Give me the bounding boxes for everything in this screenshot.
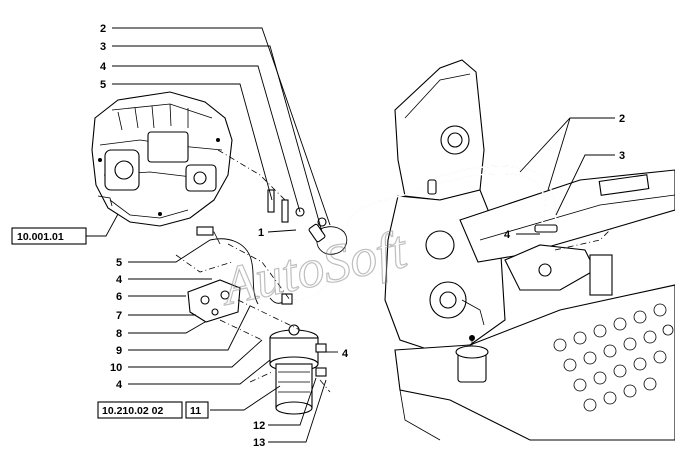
callout-top-2: 2 bbox=[100, 23, 106, 35]
callout-top-4: 4 bbox=[100, 61, 107, 73]
engine-reference: 10.001.01 bbox=[17, 231, 64, 243]
reference-boxes: 10.001.01 10.210.02 02 11 bbox=[11, 227, 209, 419]
callout-left-7: 7 bbox=[116, 310, 122, 322]
callout-left-4a: 4 bbox=[116, 274, 123, 286]
filter-reference: 10.210.02 02 bbox=[102, 405, 163, 417]
callout-right-4: 4 bbox=[504, 229, 511, 241]
callout-top-5: 5 bbox=[100, 79, 106, 91]
fuel-filter bbox=[269, 324, 327, 415]
deck-perforations bbox=[553, 303, 674, 412]
callout-leaders bbox=[86, 27, 615, 443]
filter-item-number: 11 bbox=[190, 405, 201, 417]
engine-block bbox=[91, 91, 233, 227]
tractor-frame bbox=[384, 59, 675, 441]
callout-left-9: 9 bbox=[116, 345, 122, 357]
callout-left-10: 10 bbox=[110, 362, 122, 374]
callout-top-3: 3 bbox=[100, 41, 106, 53]
callout-left-4b: 4 bbox=[116, 379, 123, 391]
callout-filter-4: 4 bbox=[342, 348, 349, 360]
callout-left-5: 5 bbox=[116, 257, 122, 269]
fuel-lines bbox=[209, 165, 558, 305]
callout-mid-1: 1 bbox=[258, 227, 264, 239]
callout-bottom-13: 13 bbox=[253, 437, 265, 449]
assembly-lines bbox=[175, 149, 613, 393]
callout-right-3: 3 bbox=[619, 150, 625, 162]
callout-right-2: 2 bbox=[619, 113, 625, 125]
filter-bracket bbox=[187, 189, 327, 323]
callout-left-6: 6 bbox=[116, 291, 122, 303]
callout-left-8: 8 bbox=[116, 328, 122, 340]
callout-numbers: 2 3 4 5 1 5 4 6 7 8 9 10 4 4 12 13 2 3 4 bbox=[100, 23, 625, 449]
callout-bottom-12: 12 bbox=[253, 420, 265, 432]
